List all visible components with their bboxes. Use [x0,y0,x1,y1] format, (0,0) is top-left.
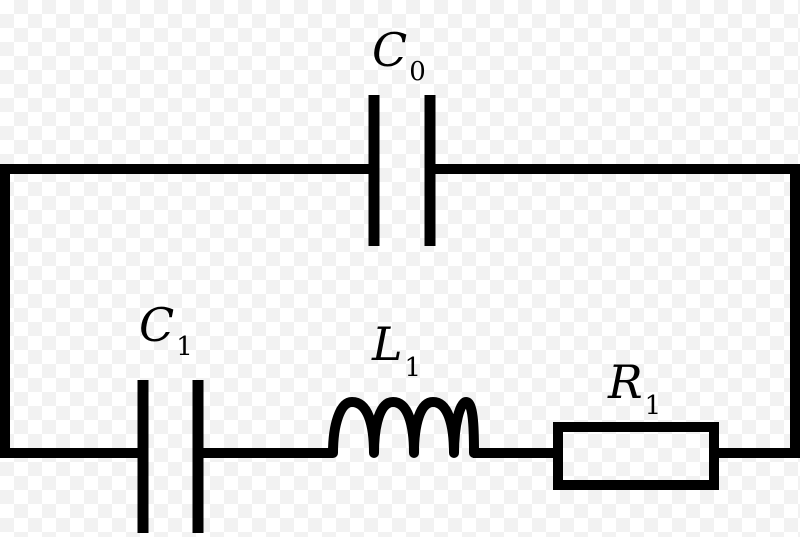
capacitor-c0: C0 [368,23,436,246]
inductor-l1: L1 [328,317,479,458]
resistor-r1: R1 [553,355,719,490]
inductor-l1-coil [328,397,479,458]
wires [0,164,800,458]
wire-top-right [430,164,800,458]
capacitor-c1-subscript: 1 [176,332,193,362]
capacitor-c1-symbol: C [139,298,174,352]
resistor-r1-subscript: 1 [645,391,662,421]
inductor-l1-symbol: L [371,317,403,371]
inductor-l1-subscript: 1 [405,353,422,383]
resistor-r1-body [553,422,719,490]
inductor-l1-label: L1 [371,317,421,383]
wire-top-left [0,164,374,458]
capacitor-c0-label: C0 [372,23,426,87]
capacitor-c1-label: C1 [139,298,193,362]
capacitor-c1: C1 [137,298,204,533]
resistor-r1-symbol: R [607,355,643,409]
resistor-r1-label: R1 [607,355,661,421]
capacitor-c0-subscript: 0 [409,57,426,87]
capacitor-c0-symbol: C [372,23,407,77]
